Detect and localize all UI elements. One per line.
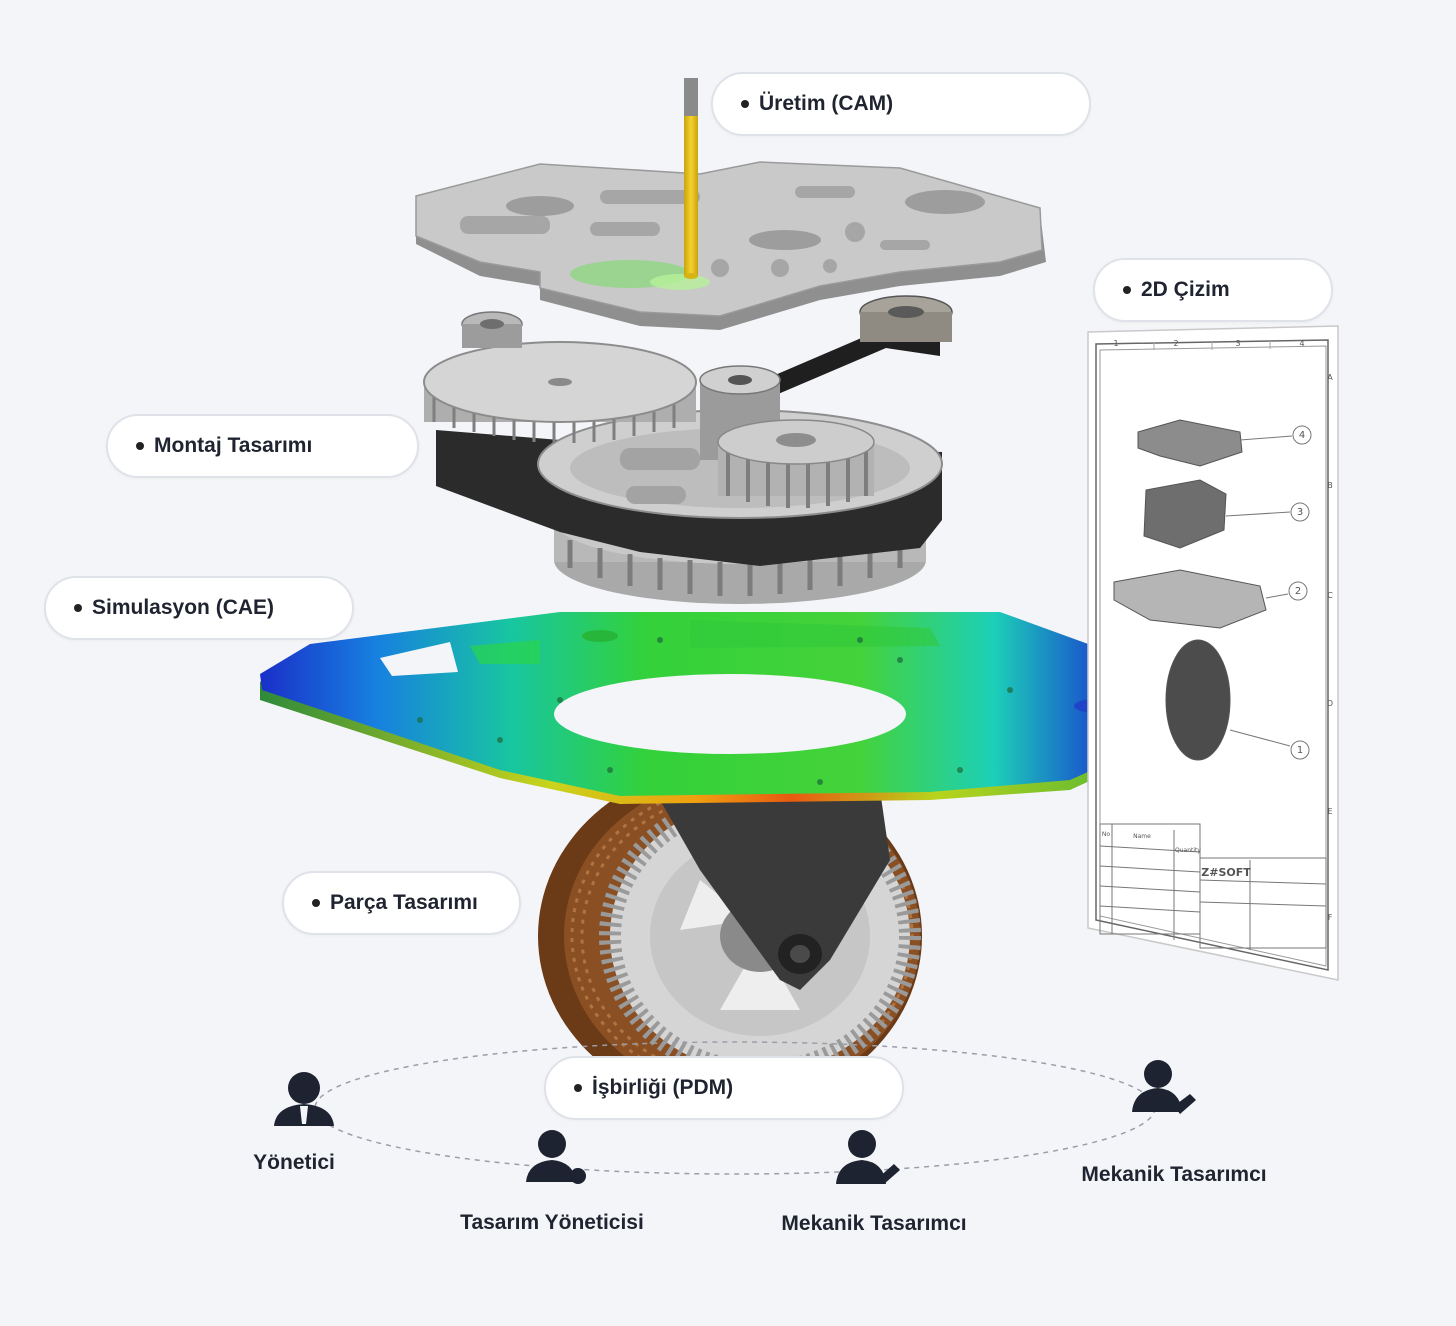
sheet-row-ref: C <box>1327 591 1333 600</box>
sheet-row-ref: F <box>1328 913 1333 922</box>
sheet-balloon-number: 3 <box>1297 507 1303 518</box>
sheet-row-ref: E <box>1327 807 1332 816</box>
role-design-manager: Tasarım Yöneticisi <box>460 1211 644 1234</box>
bullet-icon <box>741 100 749 108</box>
design-manager-icon <box>526 1130 586 1184</box>
drawing-2d-label: 2D Çizim <box>1093 258 1333 322</box>
drawing-sheet <box>1087 325 1339 981</box>
sheet-row-ref: B <box>1327 481 1333 490</box>
sheet-balloon-number: 4 <box>1299 430 1305 441</box>
bullet-icon <box>312 899 320 907</box>
mechanical-designer-icon <box>1132 1060 1196 1114</box>
sheet-brand: Z#SOFT <box>1201 866 1251 879</box>
drawing-2d-label-text: 2D Çizim <box>1141 278 1230 301</box>
fea-simulation-plate <box>260 612 1226 804</box>
bullet-icon <box>74 604 82 612</box>
sheet-column-ref: 4 <box>1299 339 1304 348</box>
sheet-balloon-number: 1 <box>1297 745 1303 756</box>
assembly-label-text: Montaj Tasarımı <box>154 434 313 457</box>
bullet-icon <box>574 1084 582 1092</box>
cutting-tool <box>684 78 698 279</box>
bullet-icon <box>1123 286 1131 294</box>
sheet-row-ref: D <box>1327 699 1333 708</box>
bullet-icon <box>136 442 144 450</box>
role-manager: Yönetici <box>253 1151 335 1174</box>
role-mechanical-designer: Mekanik Tasarımcı <box>781 1212 967 1235</box>
simulation-label: Simulasyon (CAE) <box>44 576 354 640</box>
cam-machined-plate <box>415 161 1046 330</box>
sheet-column-ref: 3 <box>1235 339 1240 348</box>
part-gear-wheel <box>538 712 922 1108</box>
simulation-label-text: Simulasyon (CAE) <box>92 596 275 619</box>
part-label: Parça Tasarımı <box>282 871 521 935</box>
cam-label: Üretim (CAM) <box>711 72 1091 136</box>
sheet-table-header: Name <box>1133 833 1151 840</box>
sheet-balloon-number: 2 <box>1295 586 1301 597</box>
assembly-label: Montaj Tasarımı <box>106 414 419 478</box>
sheet-column-ref: 2 <box>1173 339 1178 348</box>
part-label-text: Parça Tasarımı <box>330 891 478 914</box>
manager-icon <box>274 1072 334 1126</box>
sheet-table-header: Quantity <box>1175 847 1201 854</box>
sheet-row-ref: A <box>1327 373 1333 382</box>
cam-label-text: Üretim (CAM) <box>759 92 894 115</box>
sheet-table-header: No <box>1102 831 1110 838</box>
pdm-label: İşbirliği (PDM) <box>544 1056 904 1120</box>
role-mechanical-designer: Mekanik Tasarımcı <box>1081 1163 1267 1186</box>
sheet-column-ref: 1 <box>1113 339 1118 348</box>
mechanical-designer-icon <box>836 1130 900 1184</box>
pdm-label-text: İşbirliği (PDM) <box>592 1076 734 1099</box>
gearbox-assembly <box>423 295 953 604</box>
